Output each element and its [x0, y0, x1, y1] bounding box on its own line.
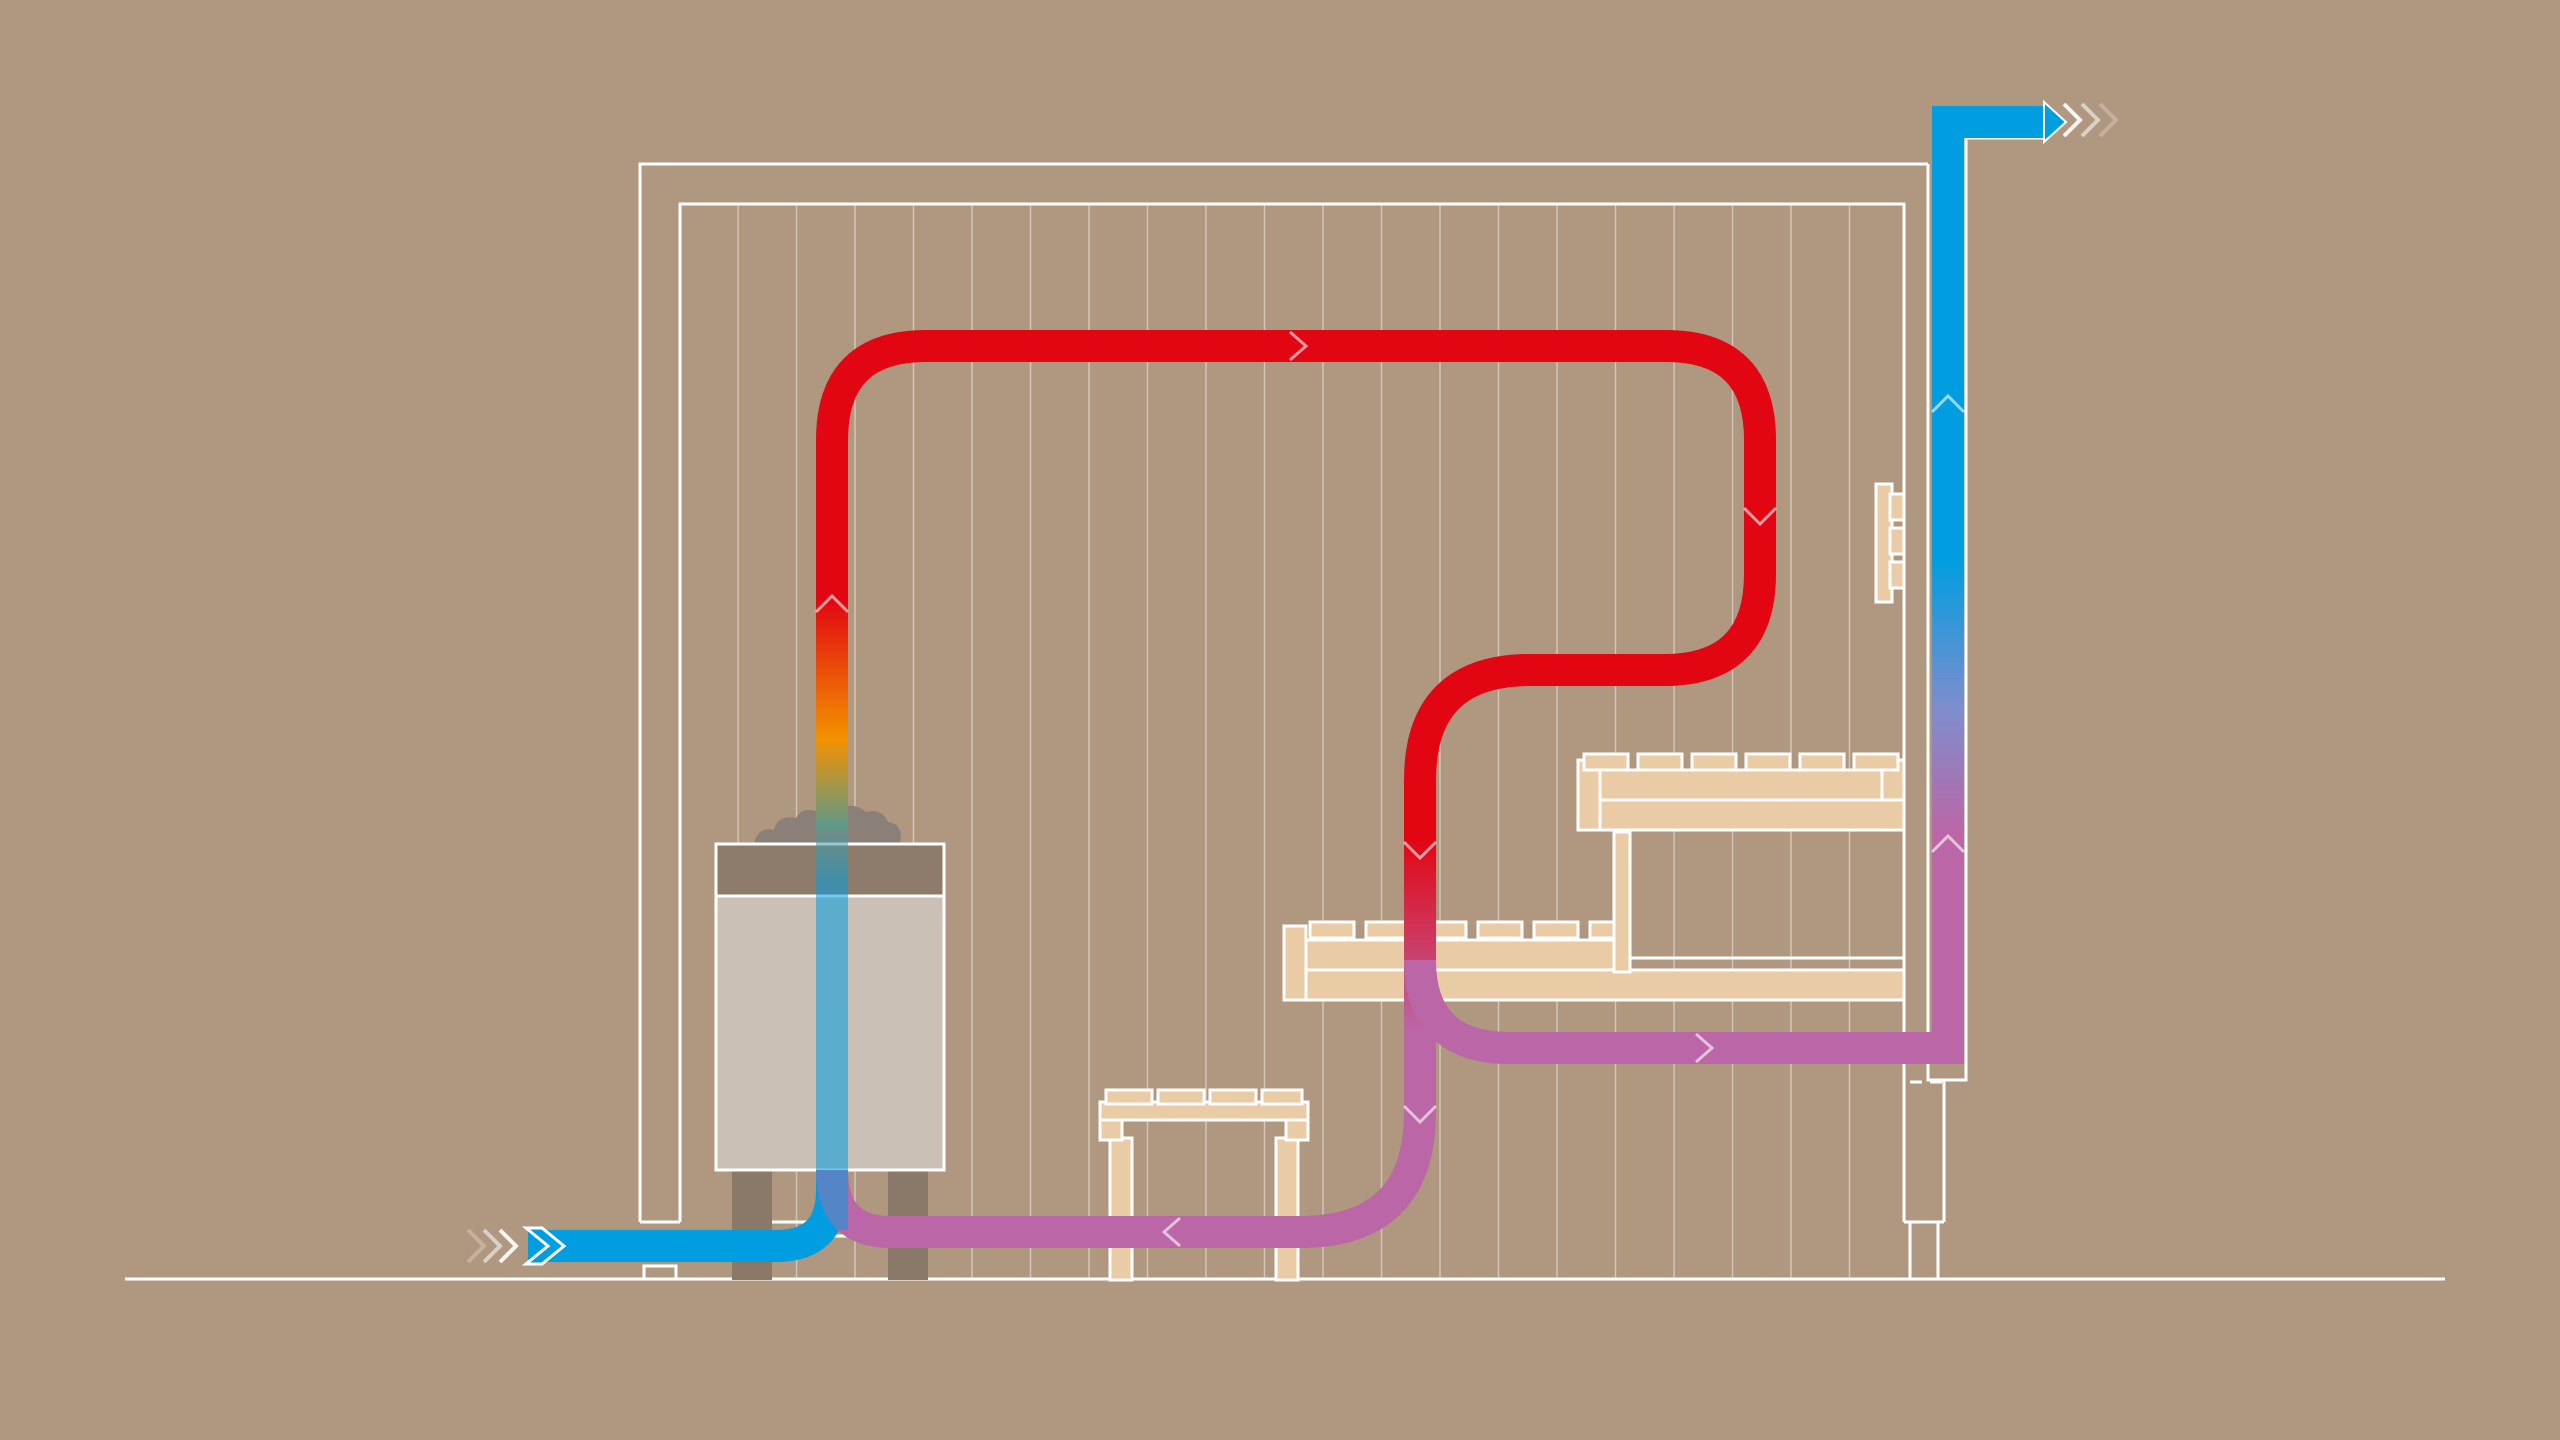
outlet-chevrons-icon — [2062, 102, 2119, 138]
upper-bench-slat — [1582, 752, 1630, 772]
upper-bench-slat — [1744, 752, 1792, 772]
lower-bench-slat — [1308, 920, 1356, 940]
bench-support-post — [1612, 830, 1632, 974]
outlet-arrow-head — [2043, 99, 2068, 145]
right-wall-foot — [1908, 1222, 1940, 1278]
lower-bench-slat — [1476, 920, 1524, 940]
stool-slat — [1156, 1088, 1206, 1106]
stool-slat — [1208, 1088, 1258, 1106]
stool-leg-right — [1274, 1136, 1300, 1282]
lower-bench-board — [1282, 968, 1906, 1002]
stool-slat — [1260, 1088, 1304, 1106]
upper-bench-slat — [1852, 752, 1900, 772]
airflow — [528, 106, 2046, 1262]
inlet-arrow-head — [521, 1226, 567, 1266]
mixed-air-under-bench — [1404, 959, 1948, 1064]
stool-slat — [1104, 1088, 1154, 1106]
backrest — [1874, 482, 1906, 604]
chevron-icon — [1742, 506, 1778, 527]
lower-bench — [1282, 830, 1906, 1002]
chevron-icon — [1930, 833, 1966, 854]
backrest-slat — [1888, 492, 1906, 522]
chevron-icon — [1402, 1104, 1438, 1125]
upper-bench-board — [1576, 798, 1906, 832]
upper-bench-slat — [1636, 752, 1684, 772]
exhaust-duct-outline — [1910, 136, 2046, 1084]
inlet-chevrons-icon — [466, 1228, 519, 1264]
stool-leg-left — [1108, 1136, 1134, 1282]
upper-bench-slat — [1798, 752, 1846, 772]
backrest-slat — [1888, 560, 1906, 590]
backrest-slat — [1888, 526, 1906, 556]
lower-bench-slat — [1532, 920, 1580, 940]
lower-bench-end — [1282, 924, 1308, 1002]
chevron-icon — [1161, 1216, 1181, 1248]
left-wall-foot — [642, 1264, 678, 1278]
footstool — [1098, 1088, 1310, 1282]
outer-wall-left — [638, 162, 1928, 1222]
heater-leg-left — [732, 1170, 772, 1280]
upper-bench-frame — [1576, 768, 1906, 802]
chevron-icon — [1289, 330, 1309, 362]
chevron-icon — [1695, 1032, 1715, 1064]
chevron-icon — [814, 593, 850, 614]
chevron-icon — [1402, 840, 1438, 861]
lower-bench-slat — [1364, 920, 1412, 940]
chevron-icon — [1930, 393, 1966, 414]
hot-air-loop — [816, 330, 1776, 850]
upper-bench — [1576, 752, 1906, 832]
inner-wall-frame — [678, 202, 1906, 1222]
upper-bench-slat — [1690, 752, 1738, 772]
flow-direction-chevrons — [814, 330, 1966, 1248]
lower-bench-frame — [1282, 938, 1616, 972]
